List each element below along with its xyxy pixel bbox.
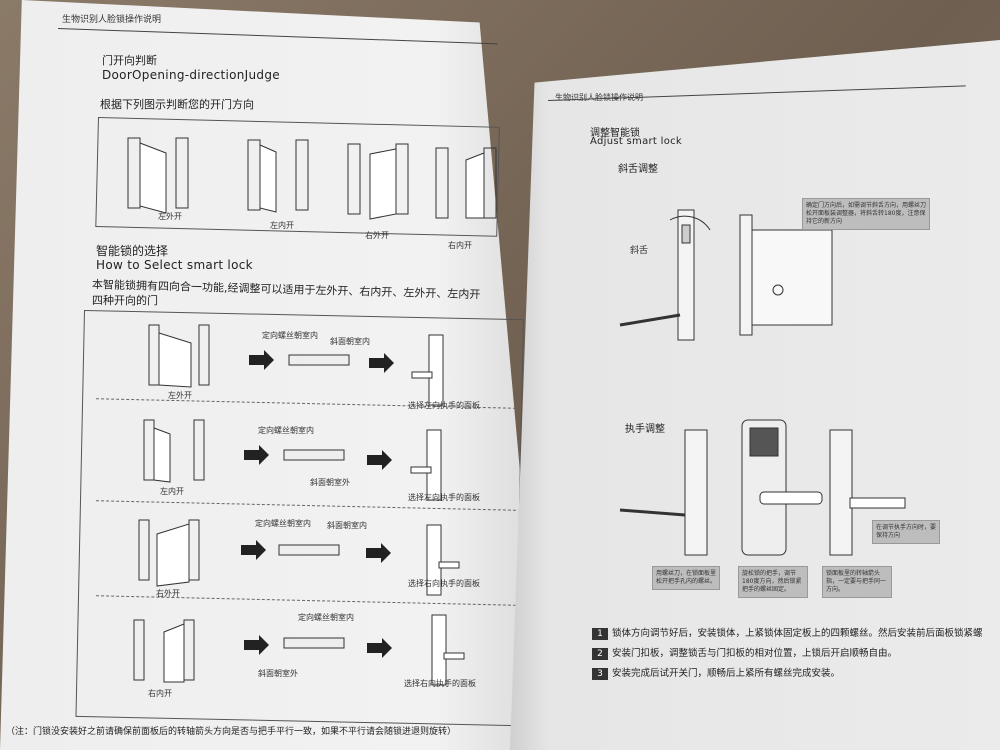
bevel-callout: 确定门方向后，如需调节斜舌方向，用螺丝刀松开面板装调整器，将斜舌转180度，注意…	[802, 198, 930, 231]
handle-callout1: 用螺丝刀，在锁面板里松开把手孔内的螺丝。	[652, 566, 720, 591]
row1-latch	[288, 354, 350, 366]
row1-door-label: 左外开	[168, 391, 192, 400]
row3-screw2: 斜面朝室内	[327, 521, 367, 530]
row4-screw1: 定向螺丝朝室内	[298, 613, 354, 622]
row3-screw1: 定向螺丝朝室内	[255, 519, 311, 528]
row3-latch	[278, 544, 340, 556]
row1-arrow-a	[249, 350, 274, 370]
row2-handle-label: 选择左向执手的面板	[408, 493, 480, 502]
bevel-label: 斜舌	[630, 246, 649, 256]
handle-callout4: 在调节执手方向时，要保持方向	[872, 520, 940, 545]
row1-arrow-b	[369, 353, 394, 373]
row4-arrow-b	[367, 638, 392, 658]
row4-handle-label: 选择右向执手的面板	[404, 679, 476, 688]
door-label-3: 右外开	[365, 231, 389, 240]
row4-arrow-a	[244, 635, 269, 655]
handle-callout2: 旋松锁的把手，调节180度方向，然后锁紧把手的螺丝固定。	[738, 566, 808, 599]
lock-cylinder	[772, 284, 784, 296]
step-2-number: 2	[592, 648, 608, 660]
step-1-text: 锁体方向调节好后，安装锁体，上紧锁体固定板上的四颗螺丝。然后安装前后面板锁紧螺	[612, 628, 983, 639]
door-diagram-3	[347, 143, 409, 220]
row3-handle	[438, 561, 460, 569]
door-diagram-4	[435, 147, 497, 219]
door-diagram-1	[127, 137, 189, 214]
bevel-title: 斜舌调整	[618, 164, 658, 175]
back-panel	[829, 429, 853, 556]
adjust-title-zh: 调整智能锁	[590, 128, 640, 139]
row1-handle-label: 选择左向执手的面板	[408, 401, 480, 410]
row2-latch	[283, 449, 345, 461]
row2-screw2: 斜面朝室外	[310, 478, 350, 487]
step-3-number: 3	[592, 668, 608, 680]
bevel-diagram	[619, 209, 833, 341]
row1-panel	[428, 334, 444, 406]
row1-handle	[411, 371, 433, 379]
row3-arrow-a	[241, 540, 266, 560]
step-1-number: 1	[592, 628, 608, 640]
section-desc: 根据下列图示判断您的开门方向	[100, 98, 254, 111]
row2-panel	[426, 429, 442, 501]
row2-handle	[410, 466, 432, 474]
row2-screw1: 定向螺丝朝室内	[258, 426, 314, 435]
row3-door-label: 右外开	[156, 589, 180, 598]
handle-title: 执手调整	[625, 424, 665, 435]
row4-door	[133, 619, 195, 683]
bevel-latch	[681, 224, 691, 244]
row2-door	[143, 419, 205, 483]
door-label-2: 左内开	[270, 221, 294, 230]
row3-handle-label: 选择右向执手的面板	[408, 579, 480, 588]
section2-title-en: How to Select smart lock	[96, 258, 253, 272]
step-1: 1 锁体方向调节好后，安装锁体，上紧锁体固定板上的四颗螺丝。然后安装前后面板锁紧螺	[592, 625, 992, 640]
row1-door	[148, 324, 210, 388]
left-page-header: 生物识别人脸锁操作说明	[62, 15, 162, 25]
step-2-text: 安装门扣板，调整锁舌与门扣板的相对位置，上锁后开启顺畅自由。	[612, 648, 898, 659]
section-title-zh: 门开向判断	[102, 54, 157, 67]
door-label-1: 左外开	[158, 212, 182, 221]
row4-door-label: 右内开	[148, 689, 172, 698]
door-label-4: 右内开	[448, 241, 472, 250]
footnote: （注：门锁没安装好之前请确保前面板后的转轴箭头方向是否与把手平行一致，如果不平行…	[6, 727, 457, 737]
row4-screw2: 斜面朝室外	[258, 669, 298, 678]
panel-side	[684, 429, 708, 556]
face-camera	[749, 427, 779, 457]
left-page	[0, 0, 545, 750]
door-diagrams	[127, 137, 497, 220]
door-diagram-2	[247, 139, 309, 213]
row3-arrow-b	[366, 543, 391, 563]
handle-diagram	[619, 419, 906, 556]
back-handle	[849, 497, 906, 509]
handle-callout3: 锁面板里的转轴箭头指，一定要与把手同一方向。	[822, 566, 892, 599]
row3-panel	[426, 524, 442, 596]
row3-door	[138, 519, 200, 587]
row4-latch	[283, 637, 345, 649]
row2-door-label: 左内开	[160, 487, 184, 496]
screwdriver	[619, 313, 681, 327]
section-title-en: DoorOpening-directionJudge	[102, 68, 280, 82]
section2-desc-2: 四种开向的门	[92, 294, 158, 307]
adjust-title-en: Adjust smart lock	[590, 136, 683, 147]
row2-arrow-a	[244, 445, 269, 465]
row1-screw2: 斜面朝室内	[330, 337, 370, 346]
step-3: 3 安装完成后试开关门，顺畅后上紧所有螺丝完成安装。	[592, 665, 992, 680]
lock-body	[751, 229, 833, 326]
step-3-text: 安装完成后试开关门，顺畅后上紧所有螺丝完成安装。	[612, 668, 841, 679]
row2-arrow-b	[367, 450, 392, 470]
row4-handle	[443, 652, 465, 660]
handle-screwdriver	[619, 508, 686, 517]
right-page	[510, 40, 1000, 750]
front-handle	[759, 491, 823, 505]
rotate-arrow	[669, 215, 711, 231]
step-2: 2 安装门扣板，调整锁舌与门扣板的相对位置，上锁后开启顺畅自由。	[592, 645, 992, 660]
row1-screw1: 定向螺丝朝室内	[262, 331, 318, 340]
row4-panel	[431, 614, 447, 686]
lock-selection-diagrams	[133, 324, 465, 686]
lock-body-faceplate	[739, 214, 753, 336]
section2-title-zh: 智能锁的选择	[96, 244, 169, 258]
